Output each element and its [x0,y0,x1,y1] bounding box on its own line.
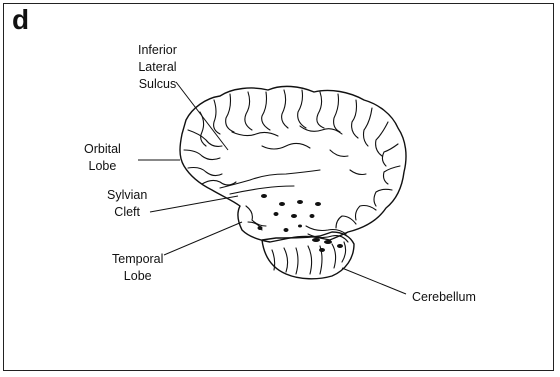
leader-sylvian-cleft [150,196,238,212]
label-cerebellum: Cerebellum [412,289,476,306]
cerebellum-outline [262,232,354,279]
label-inferior-lateral-sulcus: Inferior Lateral Sulcus [138,42,177,93]
label-sylvian-cleft: Sylvian Cleft [107,187,147,221]
label-orbital-lobe: Orbital Lobe [84,141,121,175]
leader-inferior-lateral-sulcus [176,82,228,150]
leader-cerebellum [342,268,406,294]
leader-temporal-lobe [164,222,242,255]
label-temporal-lobe: Temporal Lobe [112,251,163,285]
